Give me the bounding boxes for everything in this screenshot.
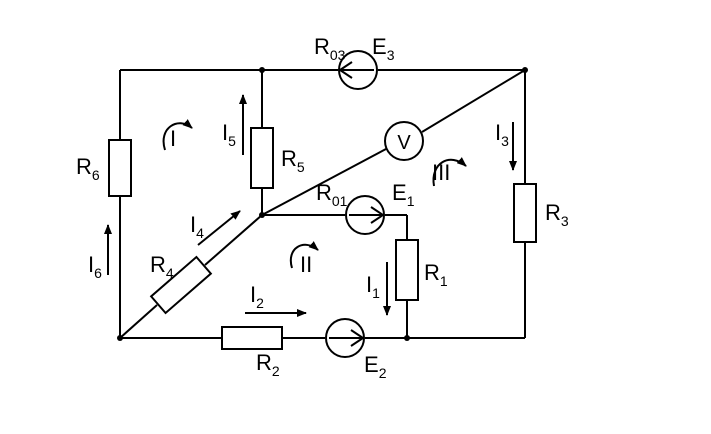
node-center [259, 212, 265, 218]
label-e1: E1 [392, 180, 415, 209]
loop-arrow-iii [432, 157, 467, 187]
wire-v-upper [421, 69, 526, 133]
resistor-r4 [149, 255, 213, 315]
source-e2 [325, 318, 365, 358]
current-arrow-i4 [197, 210, 241, 246]
label-r03: R03 [314, 34, 346, 63]
label-r5: R5 [281, 146, 305, 175]
resistor-r3 [513, 183, 537, 243]
node-top-middle [259, 67, 265, 73]
loop-label-iii: III [432, 160, 450, 185]
source-e3 [338, 50, 378, 90]
label-r1: R1 [424, 260, 448, 289]
wires [119, 69, 526, 339]
label-r3: R3 [545, 200, 569, 229]
label-i3: I3 [495, 120, 509, 149]
loop-label-ii: II [300, 252, 312, 277]
wire-v-lower [261, 148, 387, 216]
label-r6: R6 [76, 154, 100, 183]
label-i2: I2 [250, 282, 264, 311]
node-bottom-left [117, 335, 123, 341]
label-e2: E2 [364, 352, 387, 381]
voltmeter: V [384, 121, 424, 161]
node-top-right [522, 67, 528, 73]
label-i6: I6 [88, 252, 102, 281]
label-i4: I4 [190, 212, 204, 241]
label-e3: E3 [372, 34, 395, 63]
node-bottom-right [404, 335, 410, 341]
source-e1 [345, 195, 385, 235]
label-r4: R4 [150, 252, 174, 281]
label-r2: R2 [256, 350, 280, 379]
resistor-r6 [108, 139, 132, 197]
label-i5: I5 [222, 120, 236, 149]
wire-r4-lower [119, 304, 158, 339]
resistor-r5 [250, 127, 274, 189]
wire-r4-upper [204, 214, 263, 266]
resistor-r1 [395, 239, 419, 301]
loop-label-i: I [170, 126, 176, 151]
resistor-r2 [221, 326, 283, 350]
label-i1: I1 [366, 272, 380, 301]
loop-arrow-ii [289, 241, 319, 269]
label-r01: R01 [316, 180, 348, 209]
loop-arrow-i [162, 119, 193, 151]
voltmeter-label: V [397, 132, 411, 154]
